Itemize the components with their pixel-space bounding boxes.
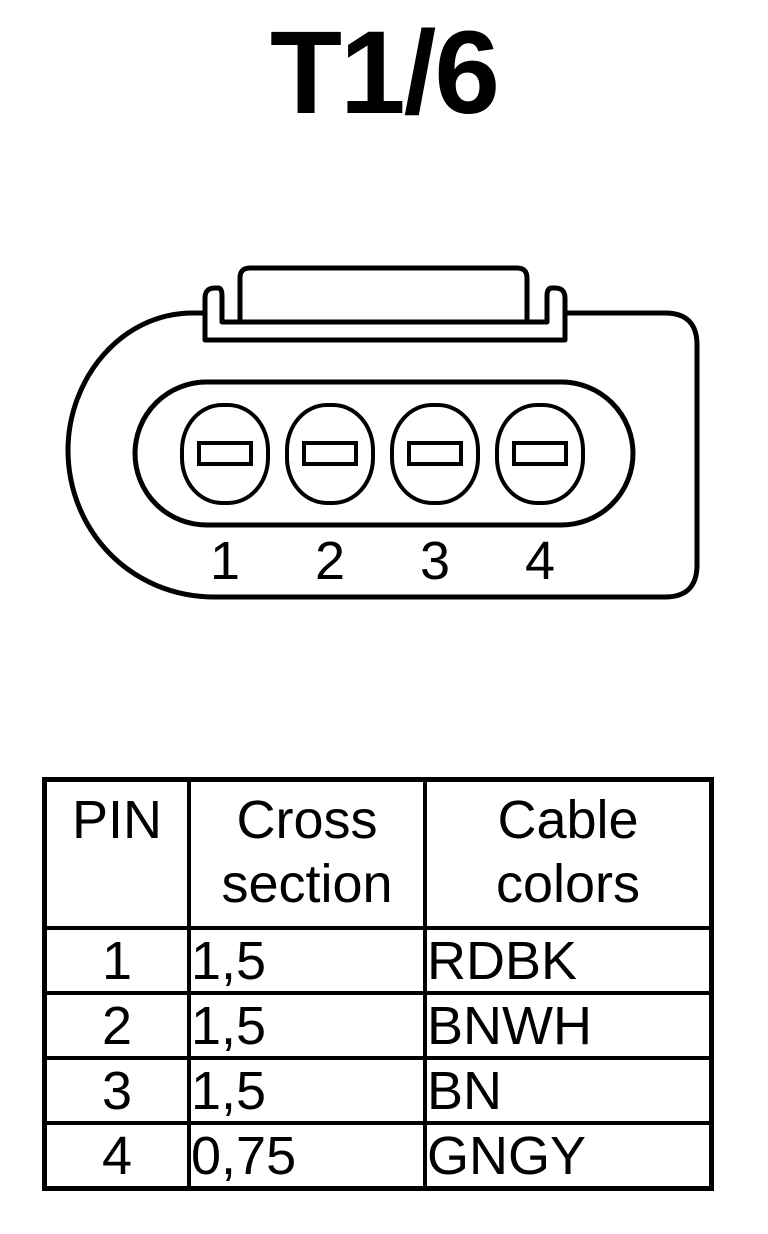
pin-socket: 2 [285, 403, 375, 591]
cable-color-cell: RDBK [423, 926, 714, 995]
cable-color-cell: GNGY [423, 1121, 714, 1191]
connector-housing [65, 310, 700, 600]
pin-cell: 3 [42, 1056, 191, 1125]
table-row: 1 1,5 RDBK [42, 926, 714, 995]
pin-socket: 1 [180, 403, 270, 591]
cable-color-cell: BN [423, 1056, 714, 1125]
header-cable-colors: Cable colors [423, 777, 714, 930]
cross-section-cell: 1,5 [187, 926, 427, 995]
table-row: 4 0,75 GNGY [42, 1121, 714, 1191]
pin-number-label: 1 [210, 531, 240, 591]
pin-cell: 2 [42, 991, 191, 1060]
table-row: 2 1,5 BNWH [42, 991, 714, 1060]
pin-number-label: 3 [420, 531, 450, 591]
pin-number-label: 2 [315, 531, 345, 591]
connector-diagram: 1 2 3 4 [65, 265, 700, 600]
header-pin: PIN [42, 777, 191, 930]
cross-section-cell: 0,75 [187, 1121, 427, 1191]
pin-number-label: 4 [525, 531, 555, 591]
cross-section-cell: 1,5 [187, 1056, 427, 1125]
pin-socket: 3 [390, 403, 480, 591]
connector-latch-top [237, 265, 530, 325]
pin-socket: 4 [495, 403, 585, 591]
pin-chamber [132, 379, 636, 528]
header-cross-section: Cross section [187, 777, 427, 930]
cross-section-cell: 1,5 [187, 991, 427, 1060]
connector-title: T1/6 [269, 7, 500, 139]
connector-latch [202, 285, 568, 343]
table-row: 3 1,5 BN [42, 1056, 714, 1125]
cable-color-cell: BNWH [423, 991, 714, 1060]
pin-cell: 4 [42, 1121, 191, 1191]
pinout-table: PIN Cross section Cable colors 1 1,5 RDB… [42, 777, 714, 1191]
table-header-row: PIN Cross section Cable colors [42, 777, 714, 930]
pin-cell: 1 [42, 926, 191, 995]
